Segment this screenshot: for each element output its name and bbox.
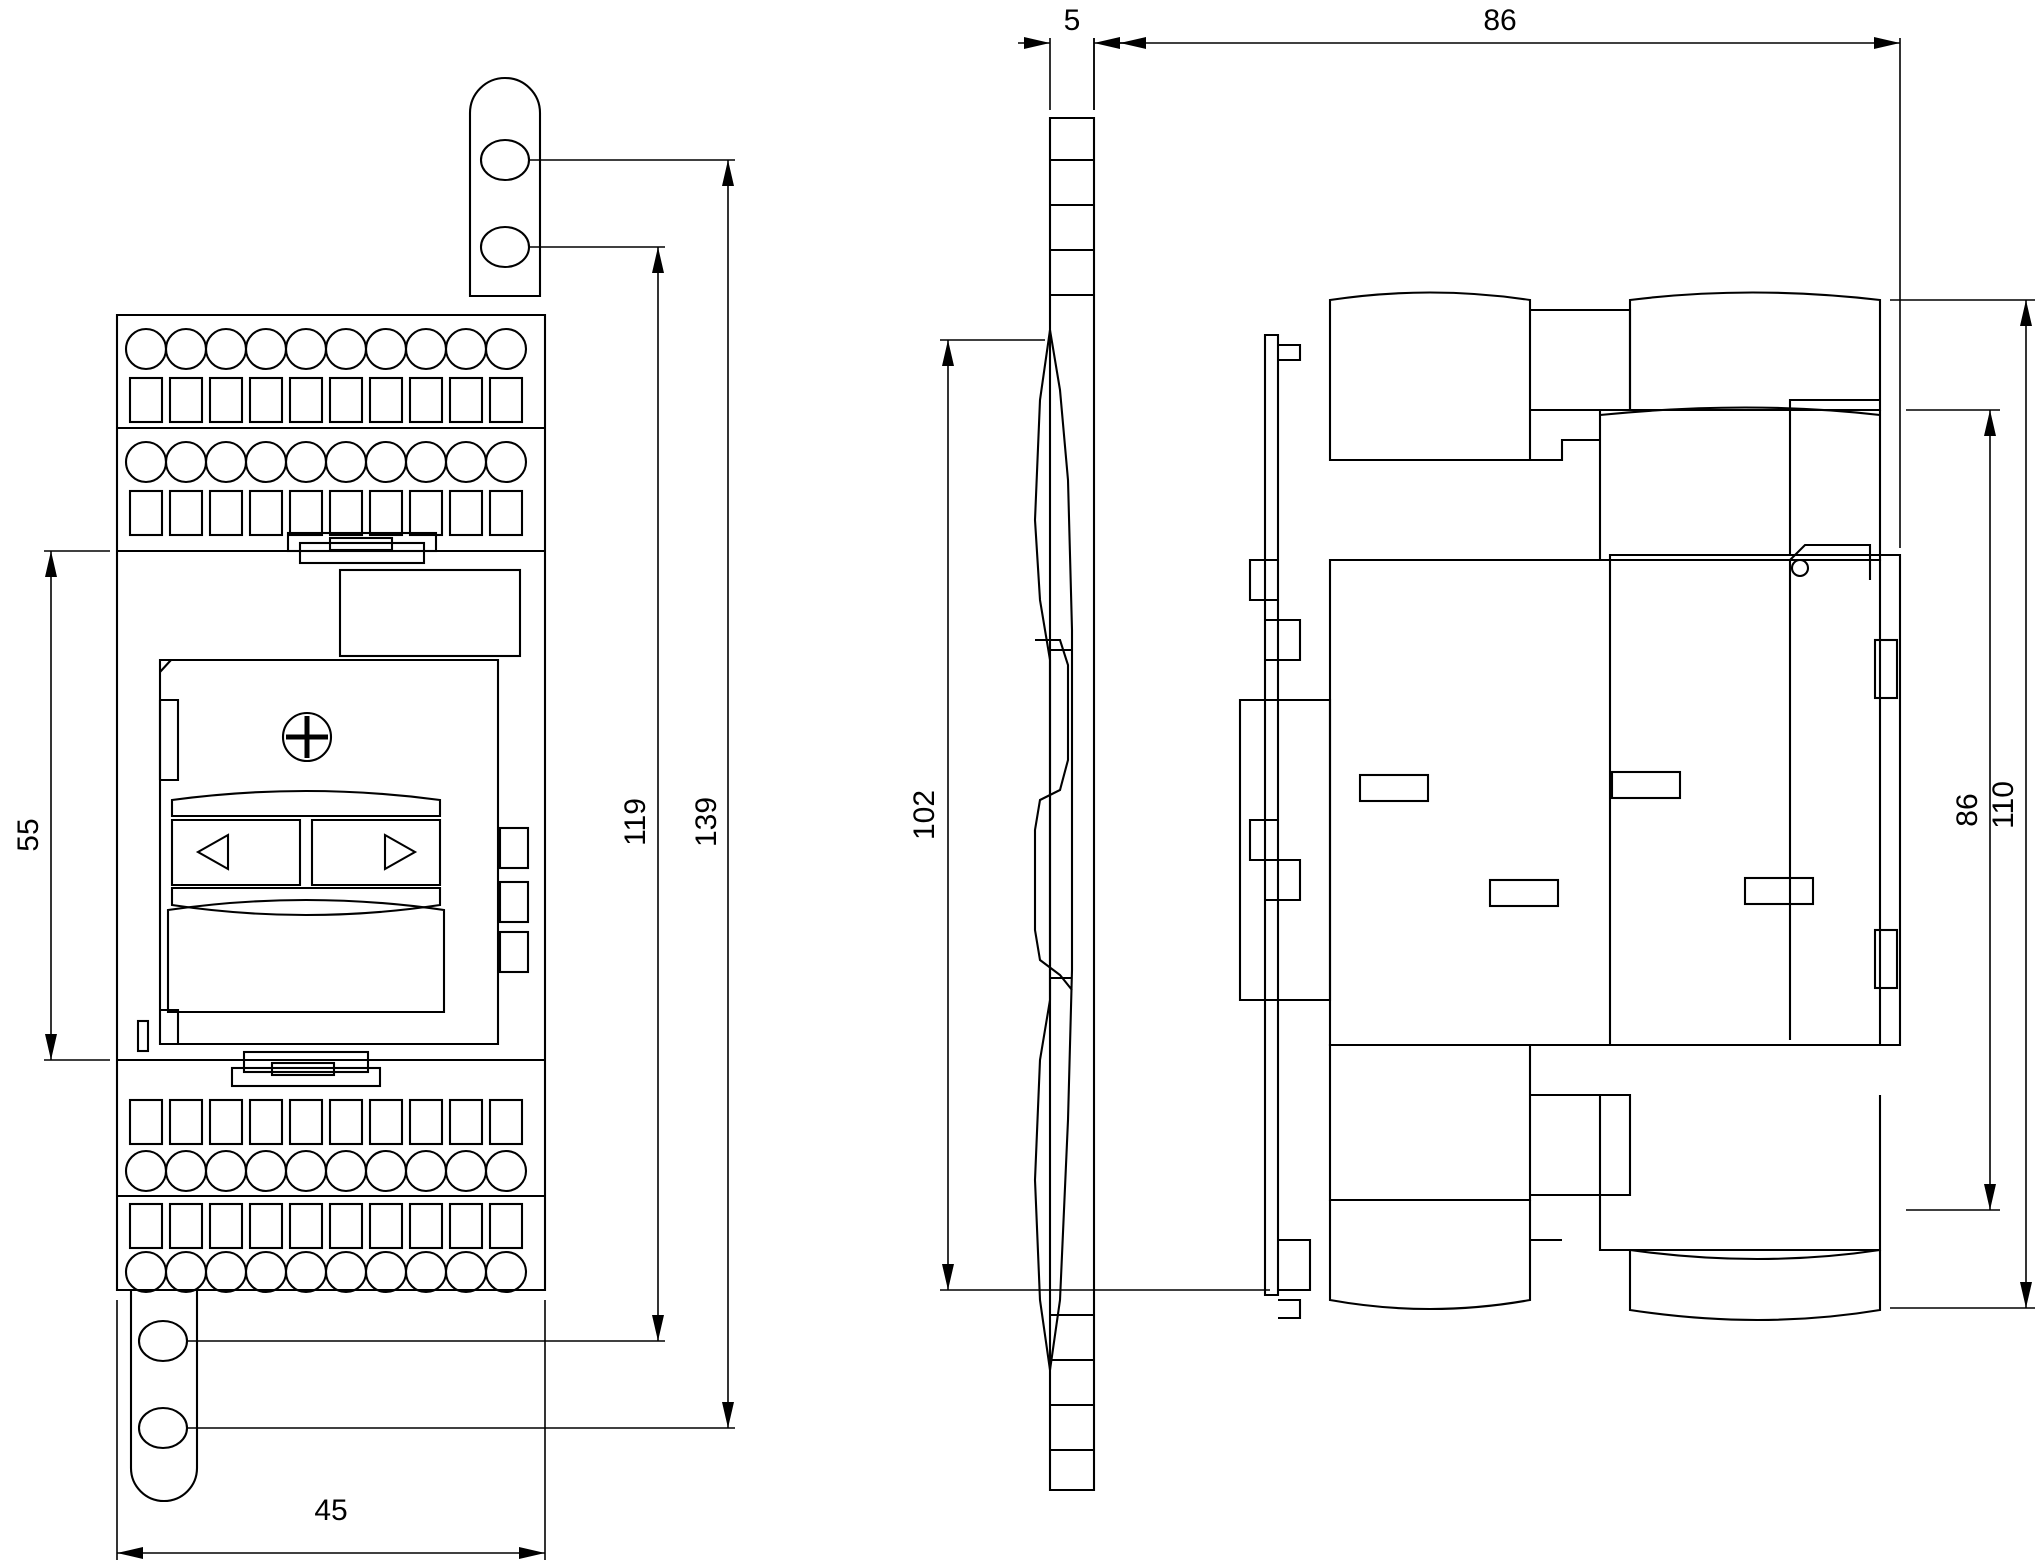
side-lower-contour [1629, 1248, 1881, 1261]
front-bottom-clip [230, 1050, 382, 1088]
arrow-left-icon[interactable] [195, 833, 230, 871]
front-terminal-squares-4 [128, 1202, 524, 1250]
side-lower-cable-housing [1628, 1250, 1882, 1322]
front-terminal-row-2 [124, 440, 528, 484]
side-back-tab-2 [1248, 818, 1278, 862]
front-terminal-row-1 [124, 327, 528, 371]
front-body-outline [115, 313, 547, 1292]
side-back-tab-1 [1248, 558, 1278, 602]
side-view [1033, 116, 1902, 1492]
side-rear-notch-2 [1265, 858, 1302, 902]
front-key-panel-top [170, 789, 442, 818]
front-display-area [166, 898, 446, 1014]
front-left-tab [160, 698, 180, 782]
dim-label-45: 45 [314, 1494, 347, 1527]
side-rear-notch-1 [1265, 618, 1302, 662]
dim-label-139: 139 [690, 797, 723, 847]
front-lower-mounting-tab [129, 1288, 199, 1503]
side-upper-cable-housing [1628, 291, 1882, 412]
front-key-right [310, 818, 442, 887]
front-inner-panel [158, 658, 500, 1046]
front-terminal-squares-3 [128, 1098, 524, 1146]
front-led-3 [498, 930, 530, 974]
side-clip-outer [1033, 329, 1052, 1371]
side-clip-inner [1048, 329, 1074, 1371]
side-lower-cap [1328, 1200, 1532, 1311]
dim-label-102: 102 [908, 790, 941, 840]
front-key-panel-bottom [170, 886, 442, 917]
side-vent-slot-2 [1610, 770, 1682, 800]
side-rear-body-edges [1240, 698, 1278, 1002]
side-lower-connector [1530, 1093, 1632, 1197]
din-rail [1048, 116, 1096, 1492]
front-terminal-row-4 [124, 1250, 528, 1294]
arrow-right-icon[interactable] [383, 833, 418, 871]
front-terminal-squares-2 [128, 489, 524, 537]
side-right-plate-up [1788, 398, 1880, 555]
side-edge-slot-1 [1873, 638, 1899, 700]
front-top-clip [286, 531, 438, 565]
side-clip-latch [1033, 638, 1073, 991]
side-right-plate [1608, 553, 1902, 1047]
front-key-left [170, 818, 302, 887]
front-view [115, 77, 547, 1503]
front-terminal-row-3 [124, 1149, 528, 1193]
dim-label-86-height: 86 [1951, 793, 1984, 826]
front-inner-bevel-tl [159, 659, 172, 673]
front-upper-mounting-tab [468, 77, 542, 298]
side-upper-terminal-block [1328, 291, 1532, 462]
dim-label-119: 119 [619, 798, 652, 846]
din-rail-ticks [1050, 158, 1094, 1452]
side-right-plate-corner [1789, 543, 1872, 580]
front-left-slot [136, 1019, 150, 1053]
front-terminal-squares-1 [128, 376, 524, 424]
dim-label-55: 55 [12, 818, 45, 851]
side-lower-rear-foot [1278, 1298, 1302, 1320]
side-vent-slot-3 [1488, 878, 1560, 908]
dim-label-86-depth: 86 [1483, 4, 1516, 37]
front-adjust-screw [281, 711, 333, 763]
dimension-lines [44, 37, 2035, 1560]
side-edge-slot-2 [1873, 928, 1899, 990]
dimension-labels: 55 119 139 45 5 86 102 86 110 [12, 4, 2020, 1527]
side-back-notch [1278, 343, 1302, 362]
front-led-2 [498, 880, 530, 924]
side-back-plate [1263, 333, 1280, 1297]
side-vent-slot-1 [1358, 773, 1430, 803]
front-left-tab-lower [160, 1008, 180, 1044]
side-rear-body [1238, 698, 1332, 1002]
dim-label-5: 5 [1064, 4, 1081, 37]
side-lower-rear-notch [1278, 1238, 1312, 1292]
front-led-1 [498, 826, 530, 870]
dim-label-110: 110 [1987, 781, 2020, 829]
side-upper-step [1530, 438, 1600, 462]
side-plate-pivot [1790, 558, 1810, 578]
side-upper-contour [1599, 406, 1881, 417]
side-vent-slot-4 [1743, 876, 1815, 906]
front-label-window [338, 568, 522, 658]
side-lower-body [1598, 1095, 1882, 1252]
